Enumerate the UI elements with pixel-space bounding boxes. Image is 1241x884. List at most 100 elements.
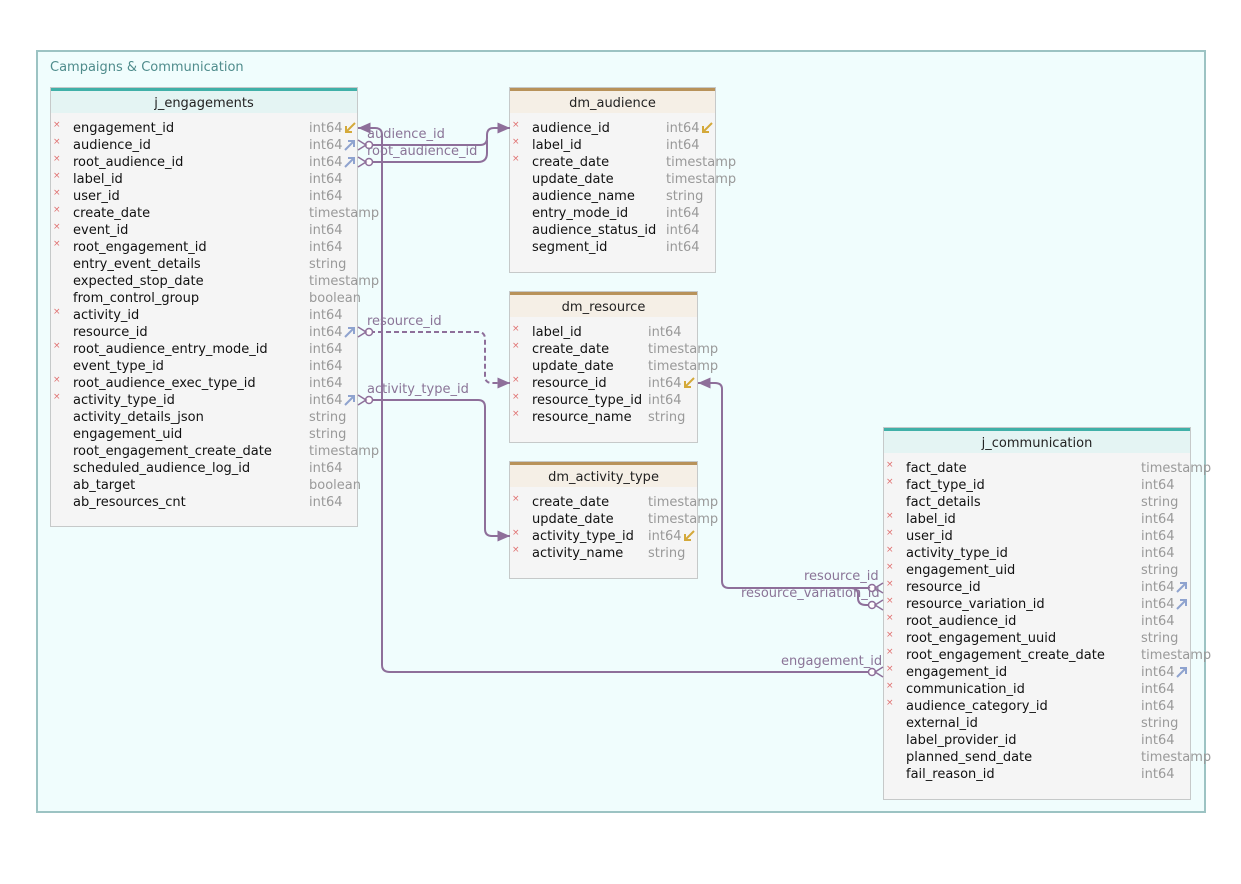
column-row[interactable]: resource_id int64 xyxy=(51,324,357,341)
column-type: string xyxy=(309,257,347,272)
column-type: boolean xyxy=(309,478,361,493)
column-name: event_id xyxy=(73,223,129,238)
label-activity-type-id: activity_type_id xyxy=(367,382,469,397)
column-name: resource_id xyxy=(73,325,148,340)
required-marker-icon: × xyxy=(886,579,894,589)
column-name: fail_reason_id xyxy=(906,767,995,782)
column-type: int64 xyxy=(648,393,682,408)
required-marker-icon: × xyxy=(512,392,520,402)
column-type: int64 xyxy=(309,223,343,238)
column-name: root_audience_exec_type_id xyxy=(73,376,256,391)
column-type: int64 xyxy=(309,376,343,391)
column-name: root_engagement_uuid xyxy=(906,631,1057,646)
column-name: expected_stop_date xyxy=(73,274,204,289)
column-name: update_date xyxy=(532,359,614,374)
column-name: create_date xyxy=(73,206,151,221)
label-root-audience-id: root_audience_id xyxy=(367,144,478,159)
column-type: int64 xyxy=(309,325,343,340)
column-name: segment_id xyxy=(532,240,608,255)
table-title[interactable]: dm_resource xyxy=(510,292,697,317)
column-name: create_date xyxy=(532,342,610,357)
column-type: int64 xyxy=(1141,682,1175,697)
column-name: label_id xyxy=(906,512,956,527)
foreign-key-arrow-icon xyxy=(344,157,355,168)
column-name: from_control_group xyxy=(73,291,200,306)
required-marker-icon: × xyxy=(512,120,520,130)
table-title[interactable]: dm_activity_type xyxy=(510,462,697,487)
column-type: int64 xyxy=(1141,512,1175,527)
table-title[interactable]: dm_audience xyxy=(510,88,715,113)
required-marker-icon: × xyxy=(512,545,520,555)
table-title[interactable]: j_communication xyxy=(884,428,1190,453)
column-name: activity_name xyxy=(532,546,624,561)
table-title[interactable]: j_engagements xyxy=(51,88,357,113)
